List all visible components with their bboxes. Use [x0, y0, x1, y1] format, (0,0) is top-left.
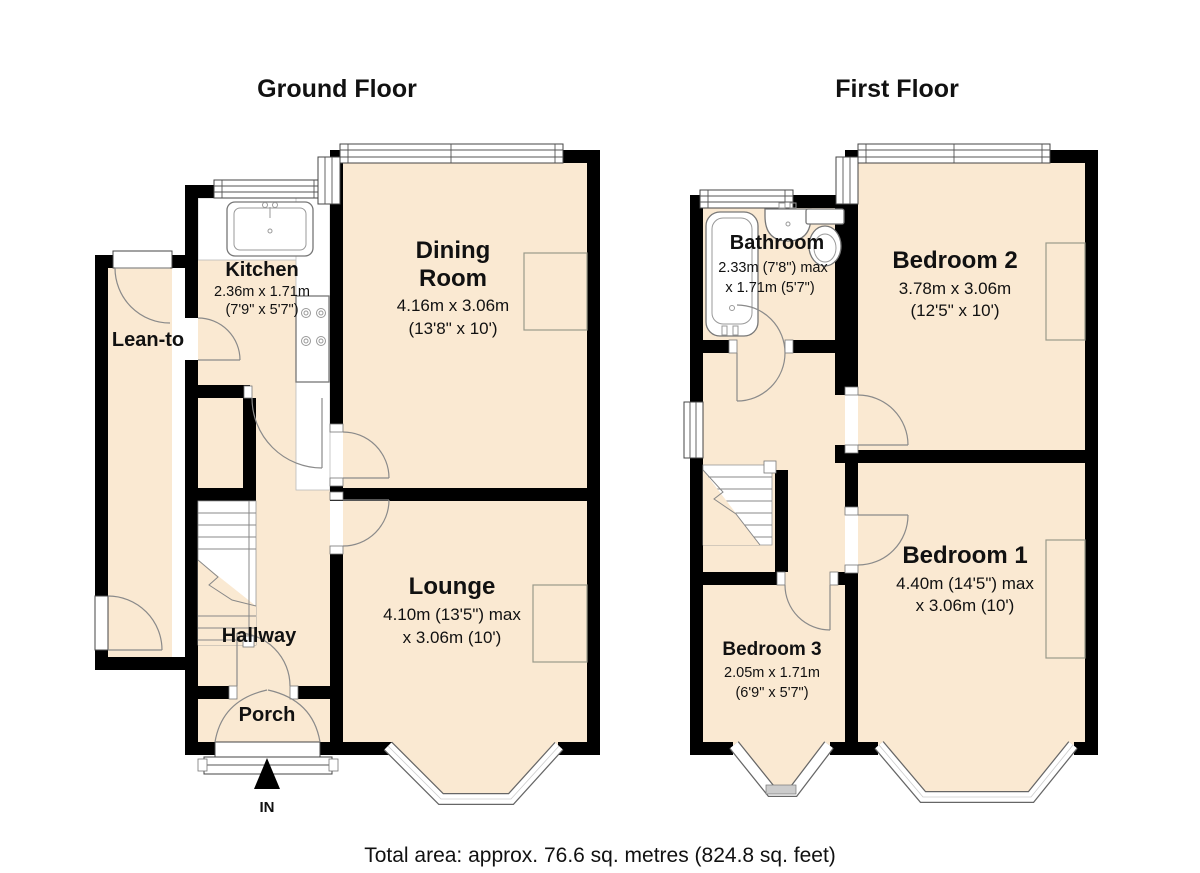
bedroom2-window: [857, 143, 1051, 164]
dining-furniture: [523, 252, 588, 331]
first-floor-title: First Floor: [835, 75, 959, 103]
first-doors: [728, 304, 909, 631]
bedroom2-label: Bedroom 2: [892, 247, 1017, 274]
dining-room-dims-2: (13'8" x 10'): [408, 319, 497, 338]
hallway-label: Hallway: [222, 625, 297, 647]
bedroom3-bay-sill: [765, 784, 797, 795]
ground-floor-title: Ground Floor: [257, 75, 417, 103]
total-area-label: Total area: approx. 76.6 sq. metres (824…: [364, 844, 836, 867]
bedroom1-bay-window: [874, 741, 1078, 803]
kitchen-sink: [226, 201, 314, 257]
dining-window: [339, 143, 564, 164]
toilet: [805, 208, 845, 267]
bedroom1-dims-2: x 3.06m (10'): [916, 596, 1015, 615]
lean-to-floor: [108, 268, 172, 657]
first-walls: [690, 150, 1098, 755]
bedroom3-label: Bedroom 3: [722, 639, 821, 660]
bedroom3-dims-1: 2.05m x 1.71m: [724, 665, 820, 681]
kitchen-dims-1: 2.36m x 1.71m: [214, 284, 310, 300]
lounge-furniture: [532, 584, 588, 663]
bedroom3-dims-2: (6'9" x 5'7"): [735, 685, 808, 701]
entrance-in-label: IN: [260, 799, 275, 816]
bathroom-dims-1: 2.33m (7'8") max: [718, 260, 828, 276]
kitchen-dims-2: (7'9" x 5'7"): [225, 302, 298, 318]
bedroom3-bay-window: [729, 741, 834, 797]
side-small-window: [317, 156, 341, 205]
first-windows: [683, 143, 1051, 459]
bedroom2-dims-2: (12'5" x 10'): [910, 301, 999, 320]
first-side-small-window: [835, 156, 859, 205]
bedroom1-label: Bedroom 1: [902, 542, 1027, 569]
kitchen-window: [213, 179, 323, 199]
bathroom-dims-2: x 1.71m (5'7"): [725, 280, 814, 296]
bedroom2-dims-1: 3.78m x 3.06m: [899, 279, 1011, 298]
lean-to-label: Lean-to: [112, 329, 184, 351]
ground-doors: [94, 250, 390, 775]
bedroom1-bay-floor: [876, 742, 1076, 795]
first-floor-plan: First Floor Bathroom 2.33m (7'8") max x …: [683, 75, 1098, 803]
porch-label: Porch: [239, 704, 296, 726]
stairs-newel: [242, 635, 255, 648]
stove: [295, 295, 330, 383]
landing-window: [683, 401, 704, 459]
bathroom-label: Bathroom: [730, 232, 824, 254]
entrance-arrow-icon: [254, 758, 280, 789]
lounge-label: Lounge: [409, 573, 496, 600]
kitchen-label: Kitchen: [225, 259, 298, 281]
bedroom2-wardrobe: [1045, 242, 1086, 341]
bathroom-window: [699, 189, 794, 209]
lounge-dims-2: x 3.06m (10'): [403, 628, 502, 647]
lounge-dims-1: 4.10m (13'5") max: [383, 605, 521, 624]
dining-room-label-2: Room: [419, 265, 487, 292]
ground-floor-plan: Ground Floor Dining Room 4.16m x 3.06m (…: [94, 75, 600, 816]
dining-room-dims-1: 4.16m x 3.06m: [397, 296, 509, 315]
bedroom1-dims-1: 4.40m (14'5") max: [896, 574, 1034, 593]
dining-room-label: Dining: [416, 237, 491, 264]
first-stairs-newel: [763, 460, 777, 474]
lounge-bay-window: [383, 741, 564, 805]
bedroom3-bay-floor: [731, 742, 832, 789]
ground-stairs: [197, 500, 257, 648]
first-stairs: [702, 460, 777, 546]
ground-main-block-floor: [343, 163, 587, 742]
bedroom1-wardrobe: [1045, 539, 1086, 659]
ground-walls: [95, 150, 600, 755]
ground-windows: [213, 143, 564, 205]
